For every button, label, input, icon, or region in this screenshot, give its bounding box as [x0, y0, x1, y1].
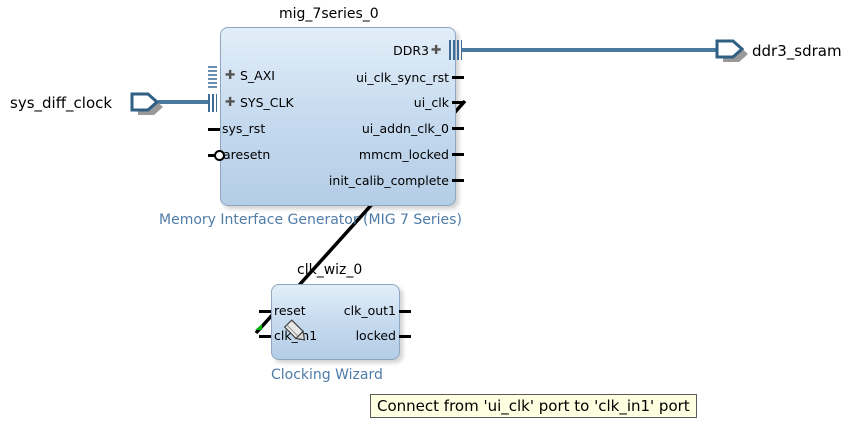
pin-aresetn[interactable]: aresetn — [223, 147, 271, 162]
pin-stub — [452, 76, 464, 79]
port-arrow-icon[interactable] — [130, 91, 164, 117]
pin-clk-out1[interactable]: clk_out1 — [343, 303, 396, 318]
pin-stub — [399, 310, 411, 313]
pin-stub — [259, 310, 271, 313]
pin-init-calib-complete[interactable]: init_calib_complete — [328, 173, 449, 188]
pin-ui-clk-sync-rst[interactable]: ui_clk_sync_rst — [356, 70, 449, 85]
pin-stub — [452, 153, 464, 156]
mig-instance-name: mig_7series_0 — [279, 6, 379, 22]
connection-tooltip: Connect from 'ui_clk' port to 'clk_in1' … — [370, 394, 697, 418]
pin-s-axi[interactable]: S_AXI — [240, 68, 275, 83]
negative-bubble-icon — [214, 150, 225, 161]
pin-reset[interactable]: reset — [274, 303, 306, 318]
pin-mmcm-locked[interactable]: mmcm_locked — [358, 147, 449, 162]
pin-stub — [399, 335, 411, 338]
pin-stub — [452, 101, 464, 104]
bus-interface-icon[interactable] — [208, 66, 217, 88]
bus-interface-icon[interactable] — [208, 94, 217, 112]
port-label-sys-diff-clock: sys_diff_clock — [10, 94, 113, 112]
pin-stub — [208, 128, 220, 131]
port-label-ddr3-sdram: ddr3_sdram — [752, 42, 842, 60]
pin-stub — [452, 179, 464, 182]
pencil-cursor-icon — [283, 319, 306, 341]
pin-stub — [452, 127, 464, 130]
pin-stub — [208, 154, 216, 157]
connect-target-marker — [255, 324, 262, 330]
clk-ip-name: Clocking Wizard — [271, 367, 383, 383]
pin-ui-clk[interactable]: ui_clk — [413, 95, 449, 110]
plus-expand-icon[interactable]: ✚ — [225, 94, 236, 109]
pin-sys-rst[interactable]: sys_rst — [222, 121, 266, 136]
bus-interface-icon[interactable] — [449, 40, 462, 60]
port-arrow-icon[interactable] — [715, 38, 749, 64]
mig-block[interactable] — [220, 27, 456, 206]
pin-locked[interactable]: locked — [355, 328, 396, 343]
plus-expand-icon[interactable]: ✚ — [431, 42, 442, 57]
clk-instance-name: clk_wiz_0 — [297, 262, 363, 278]
pin-stub — [259, 335, 271, 338]
pin-sys-clk[interactable]: SYS_CLK — [240, 95, 294, 110]
pin-ui-addn-clk-0[interactable]: ui_addn_clk_0 — [361, 121, 449, 136]
plus-expand-icon[interactable]: ✚ — [225, 67, 236, 82]
mig-ip-name: Memory Interface Generator (MIG 7 Series… — [159, 212, 462, 228]
pin-ddr3[interactable]: DDR3 — [393, 43, 429, 58]
